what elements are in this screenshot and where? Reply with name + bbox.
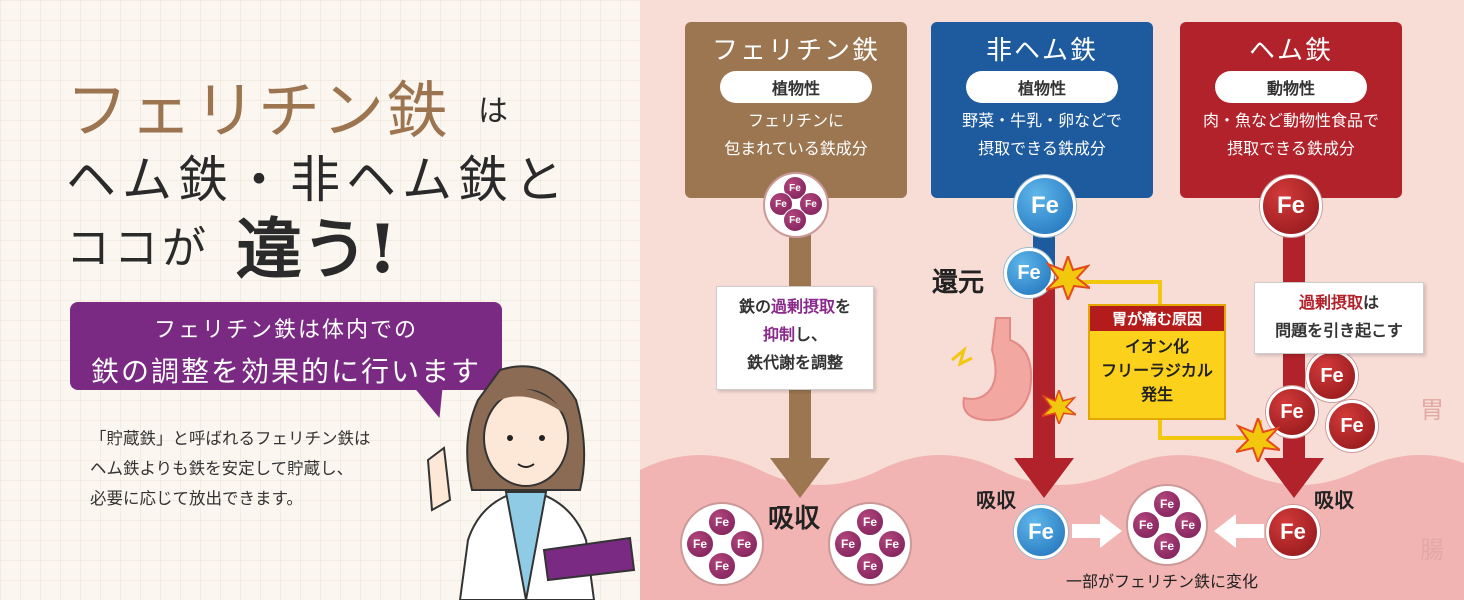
- fe-mini: Fe: [1153, 490, 1181, 518]
- ferritin-box: フェリチン鉄 植物性 フェリチンに 包まれている鉄成分: [685, 22, 907, 198]
- ferritin-cluster-top: Fe Fe Fe Fe: [763, 172, 829, 238]
- fe-mini: Fe: [708, 552, 736, 580]
- burst-icon: [1042, 390, 1076, 424]
- description: 「貯蔵鉄」と呼ばれるフェリチン鉄は ヘム鉄よりも鉄を安定して貯蔵し、 必要に応じ…: [90, 424, 371, 514]
- fe-absorbed-red: Fe: [1266, 505, 1320, 559]
- fe-excess-ball: Fe: [1326, 400, 1378, 452]
- ferritin-cluster-left: Fe Fe Fe Fe: [680, 502, 764, 586]
- heme-box: ヘム鉄 動物性 肉・魚など動物性食品で 摂取できる鉄成分: [1180, 22, 1402, 198]
- bubble-line2: 鉄の調整を効果的に行います: [90, 355, 481, 388]
- note-highlight: 過剰摂取: [770, 297, 835, 316]
- note-highlight: 抑制: [762, 325, 795, 344]
- fe-mini: Fe: [856, 552, 884, 580]
- nonheme-title: 非ヘム鉄: [985, 36, 1098, 66]
- intestine-label: 腸: [1420, 536, 1444, 564]
- headline-line2: ヘム鉄・非ヘム鉄と: [66, 151, 570, 209]
- fe-mini: Fe: [834, 530, 862, 558]
- nonheme-desc1: 野菜・牛乳・卵などで: [962, 111, 1122, 130]
- fe-mini: Fe: [1132, 511, 1160, 539]
- heme-desc1: 肉・魚など動物性食品で: [1202, 111, 1379, 130]
- heme-desc2: 摂取できる鉄成分: [1227, 139, 1355, 158]
- headline-ferritin: フェリチン鉄: [66, 74, 451, 147]
- cause-box: 胃が痛む原因 イオン化 フリーラジカル 発生: [1088, 304, 1226, 420]
- fe-absorbed-blue: Fe: [1014, 505, 1068, 559]
- ferritin-pill: 植物性: [720, 71, 872, 103]
- note-text: 鉄の: [738, 297, 771, 316]
- heme-pill: 動物性: [1215, 71, 1367, 103]
- cause-header: 胃が痛む原因: [1090, 306, 1224, 331]
- fe-mini: Fe: [686, 530, 714, 558]
- stomach-icon: [951, 317, 1032, 422]
- reduction-label: 還元: [932, 268, 985, 298]
- cause-line: 発生: [1140, 385, 1173, 404]
- absorb-label-nonheme: 吸収: [976, 488, 1016, 512]
- desc-line: 「貯蔵鉄」と呼ばれるフェリチン鉄は: [90, 429, 371, 448]
- headline-line3a: ココが: [66, 223, 210, 274]
- note-text: を: [835, 297, 852, 316]
- note-text: 鉄代謝を調整: [746, 353, 843, 372]
- left-panel: [0, 0, 640, 600]
- burst-icon: [1046, 256, 1090, 300]
- headline-line3b: 違う!: [236, 210, 397, 288]
- fe-mini: Fe: [769, 192, 793, 216]
- heme-title: ヘム鉄: [1248, 36, 1333, 66]
- note-text: は: [1363, 293, 1380, 312]
- absorb-label-ferritin: 吸収: [768, 504, 821, 534]
- speech-bubble: フェリチン鉄は体内での 鉄の調整を効果的に行います: [70, 302, 502, 390]
- doctor-illustration: [426, 365, 636, 600]
- fe-heme-ball: Fe: [1260, 175, 1322, 237]
- ferritin-desc1: フェリチンに: [747, 111, 844, 130]
- ferritin-cluster-right: Fe Fe Fe Fe: [828, 502, 912, 586]
- fe-mini: Fe: [783, 208, 807, 232]
- ferritin-title: フェリチン鉄: [711, 36, 880, 66]
- fe-mini: Fe: [878, 530, 906, 558]
- fe-mini: Fe: [708, 508, 736, 536]
- bubble-line1: フェリチン鉄は体内での: [153, 318, 418, 343]
- desc-line: ヘム鉄よりも鉄を安定して貯蔵し、: [90, 459, 354, 478]
- fe-mini: Fe: [1153, 532, 1181, 560]
- heme-note: 過剰摂取は 問題を引き起こす: [1254, 282, 1424, 354]
- fe-mini: Fe: [730, 530, 758, 558]
- change-label: 一部がフェリチン鉄に変化: [1066, 572, 1259, 591]
- fe-mini: Fe: [799, 192, 823, 216]
- note-text: 問題を引き起こす: [1275, 321, 1403, 340]
- absorb-label-heme: 吸収: [1314, 488, 1354, 512]
- ferritin-cluster-center: Fe Fe Fe Fe: [1126, 484, 1208, 566]
- fe-mini: Fe: [856, 508, 884, 536]
- convert-arrow-right: [1072, 514, 1122, 548]
- fe-mini: Fe: [1174, 511, 1202, 539]
- note-text: し、: [795, 325, 828, 344]
- desc-line: 必要に応じて放出できます。: [90, 489, 303, 508]
- convert-arrow-left: [1214, 514, 1264, 548]
- cause-line: フリーラジカル: [1101, 361, 1213, 380]
- cause-line: イオン化: [1124, 337, 1189, 356]
- headline-suffix: は: [478, 94, 508, 129]
- ferritin-desc2: 包まれている鉄成分: [724, 139, 868, 158]
- ferritin-note: 鉄の過剰摂取を 抑制し、 鉄代謝を調整: [716, 286, 874, 390]
- nonheme-desc2: 摂取できる鉄成分: [978, 139, 1106, 158]
- stomach-label: 胃: [1420, 396, 1444, 424]
- fe-nonheme-ball: Fe: [1014, 175, 1076, 237]
- fe-excess-ball: Fe: [1306, 350, 1358, 402]
- nonheme-box: 非ヘム鉄 植物性 野菜・牛乳・卵などで 摂取できる鉄成分: [931, 22, 1153, 198]
- burst-icon: [1236, 418, 1280, 462]
- nonheme-pill: 植物性: [966, 71, 1118, 103]
- note-highlight: 過剰摂取: [1298, 293, 1363, 312]
